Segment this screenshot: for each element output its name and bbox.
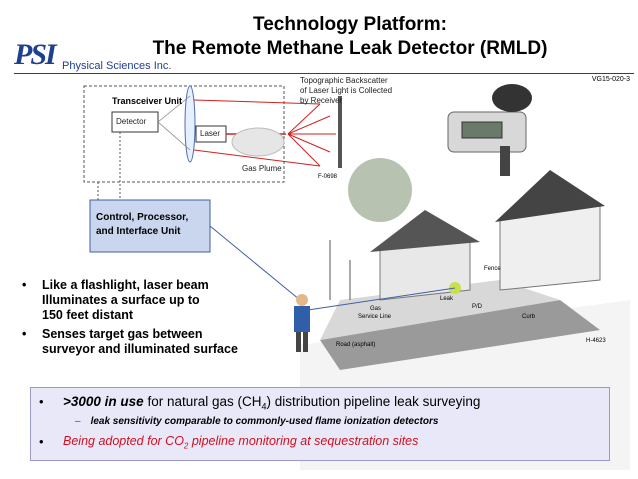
rmld-head [492,84,532,112]
page-title-line1: Technology Platform: [253,14,447,35]
lens-shape [184,85,196,163]
backscatter-label-2: of Laser Light is Collected [300,86,393,95]
slide-code: VG15-020-3 [591,76,630,83]
figure-code-1: F-0698 [318,174,338,180]
tree [348,158,412,222]
scene-curb: Curb [522,314,536,320]
roof-1 [370,210,480,252]
target-wall [338,96,342,168]
surveyor-figure [294,294,310,352]
laser-label: Laser [200,129,221,138]
ray [157,95,191,123]
gas-plume-shape [231,127,285,157]
gas-plume-label: Gas Plume [242,164,282,173]
sensitivity-subbullet: –leak sensitivity comparable to commonly… [75,416,439,427]
roof-2 [495,170,605,222]
cable [209,225,301,301]
ray [157,121,191,151]
feature-bullet-1: • Like a flashlight, laser beam Illumina… [22,278,209,322]
scene-road: Road (asphalt) [336,342,376,348]
feature-bullet-2: • Senses target gas between surveyor and… [22,327,238,356]
company-logo: PSI [14,38,57,71]
scene-service-line: Service Line [358,314,392,320]
company-name: Physical Sciences Inc. [62,60,172,72]
backscatter-arrows [193,99,336,167]
road [320,300,600,370]
usage-bullet: >3000 in use for natural gas (CH4) distr… [63,394,481,412]
backscatter-label-3: by Receiver [300,96,343,105]
co2-bullet: Being adopted for CO2 pipeline monitorin… [63,434,419,451]
control-label-2: and Interface Unit [96,226,181,237]
scene-gas: Gas [370,306,382,312]
scene-leak: Leak [440,296,454,302]
figure-code-2: H-4623 [586,338,606,344]
page-title-line2: The Remote Methane Leak Detector (RMLD) [152,38,548,59]
transceiver-label: Transceiver Unit [112,96,183,106]
feature-bullets: • Like a flashlight, laser beam Illumina… [22,278,292,357]
control-label-1: Control, Processor, [96,212,189,223]
scene-pd: P/D [472,304,483,310]
highlight-box: • >3000 in use for natural gas (CH4) dis… [30,387,610,461]
detector-label: Detector [116,117,147,126]
backscatter-label-1: Topographic Backscatter [300,76,388,85]
scan-beam [307,287,456,311]
scene-fence: Fence [484,266,501,272]
header-rule [14,73,634,74]
